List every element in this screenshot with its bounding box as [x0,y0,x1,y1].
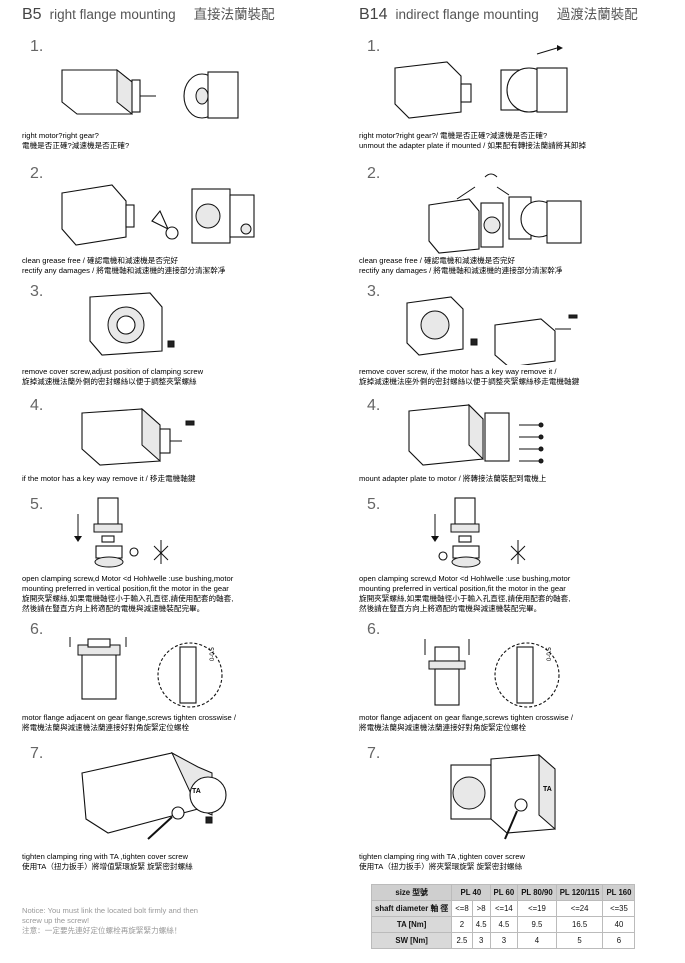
step-caption: tighten clamping ring with TA ,tighten c… [22,852,193,871]
cover-screw-illustration [406,296,578,365]
table-cell: 4 [517,932,557,949]
row-label: TA [Nm] [370,916,453,933]
clean-parts-illustration [428,173,582,254]
right-title: indirect flange mounting [395,7,539,22]
step-number: 5. [367,496,381,513]
spec-table: size 型號 PL 40 PL 60 PL 80/90 PL 120/115 … [370,884,636,949]
right-title-zh: 過渡法蘭裝配 [556,7,638,22]
table-cell: 3 [489,932,519,949]
step-caption: open clamping screw,d Motor <d Hohlwelle… [22,574,234,613]
table-cell: 2.5 [451,932,473,949]
table-cell: 6 [602,932,636,949]
right-column: B14 indirect flange mounting 過渡法蘭裝配 1. rig… [359,0,685,963]
left-title: right flange mounting [49,7,176,22]
table-header-row: size 型號 PL 40 PL 60 PL 80/90 PL 120/115 … [370,884,636,901]
torque-label: TA [543,786,552,793]
table-header-cell: size 型號 [370,884,453,901]
table-row: shaft diameter 軸 徑 <=8 >8 <=14 <=19 <=24… [370,900,636,917]
table-cell: 9.5 [517,916,557,933]
row-label: shaft diameter 軸 徑 [370,900,453,917]
step-caption: motor flange adjacent on gear flange,scr… [359,713,574,732]
step-caption: open clamping screw,d Motor <d Hohlwelle… [359,574,571,613]
table-cell: <=19 [517,900,557,917]
torque-label: TA [192,788,201,795]
torque-tighten-illustration: TA [81,751,227,840]
step-number: 2. [30,165,44,182]
step-number: 6. [30,621,44,638]
step-number: 7. [367,745,381,762]
notice: Notice: You must link the located bolt f… [22,906,199,935]
step-caption: mount adapter plate to motor / 將轉接法蘭裝配到電… [359,474,547,483]
vertical-mount-illustration [431,497,526,568]
cover-screw-illustration [89,292,175,356]
step-number: 5. [30,496,44,513]
left-column: B5 right flange mounting 直接法蘭裝配 1. right m… [22,0,352,963]
table-cell: <=35 [602,900,636,917]
table-header-cell: PL 60 [489,884,519,901]
step-number: 2. [367,165,381,182]
step-caption: remove cover screw, if the motor has a k… [359,367,580,386]
table-header-cell: PL 120/115 [555,884,604,901]
step-number: 1. [367,38,381,55]
step-number: 4. [367,397,381,414]
flange-adjacent-illustration: 0-0.5 [69,637,223,708]
table-header-cell: PL 40 [451,884,491,901]
step-caption: right motor?right gear?/ 電機是否正確?減速機是否正確?… [359,131,587,150]
table-header-cell: PL 80/90 [517,884,557,901]
row-label: SW [Nm] [370,932,453,949]
table-cell: 16.5 [555,916,604,933]
table-cell: 2 [451,916,473,933]
step-caption: if the motor has a key way remove it / 移… [22,474,196,483]
step-number: 7. [30,745,44,762]
left-title-zh: 直接法蘭裝配 [193,7,275,22]
clean-parts-illustration [61,184,255,246]
flange-adjacent-illustration: 0-0.5 [424,639,560,708]
table-row: SW [Nm] 2.5 3 3 4 5 6 [370,932,636,949]
step-caption: tighten clamping ring with TA ,tighten c… [359,852,526,871]
table-cell: 40 [602,916,636,933]
table-cell: <=8 [451,900,473,917]
dim-label: 0-0.5 [210,647,216,661]
table-row: TA [Nm] 2 4.5 4.5 9.5 16.5 40 [370,916,636,933]
torque-tighten-illustration: TA [450,753,556,840]
motor-and-gear-illustration [61,68,239,119]
table-cell: 3 [471,932,491,949]
table-cell: >8 [471,900,491,917]
right-header: B14 indirect flange mounting 過渡法蘭裝配 [359,3,638,24]
step-caption: remove cover screw,adjust position of cl… [22,367,204,386]
table-cell: <=24 [555,900,604,917]
vertical-mount-illustration [74,497,169,568]
step-number: 4. [30,397,44,414]
step-number: 1. [30,38,44,55]
mount-adapter-illustration [408,403,544,466]
step-number: 3. [367,283,381,300]
left-header: B5 right flange mounting 直接法蘭裝配 [22,3,275,24]
table-cell: 4.5 [489,916,519,933]
step-number: 6. [367,621,381,638]
unmount-adapter-illustration [394,45,568,119]
right-code: B14 [359,6,388,23]
table-cell: 4.5 [471,916,491,933]
step-caption: right motor?right gear?電機是否正確?減速機是否正確? [22,131,130,150]
step-number: 3. [30,283,44,300]
table-header-cell: PL 160 [602,884,636,901]
remove-key-illustration [81,407,195,466]
table-cell: 5 [555,932,604,949]
dim-label: 0-0.5 [547,647,553,661]
table-cell: <=14 [489,900,519,917]
left-code: B5 [22,6,42,23]
step-caption: motor flange adjacent on gear flange,scr… [22,713,237,732]
